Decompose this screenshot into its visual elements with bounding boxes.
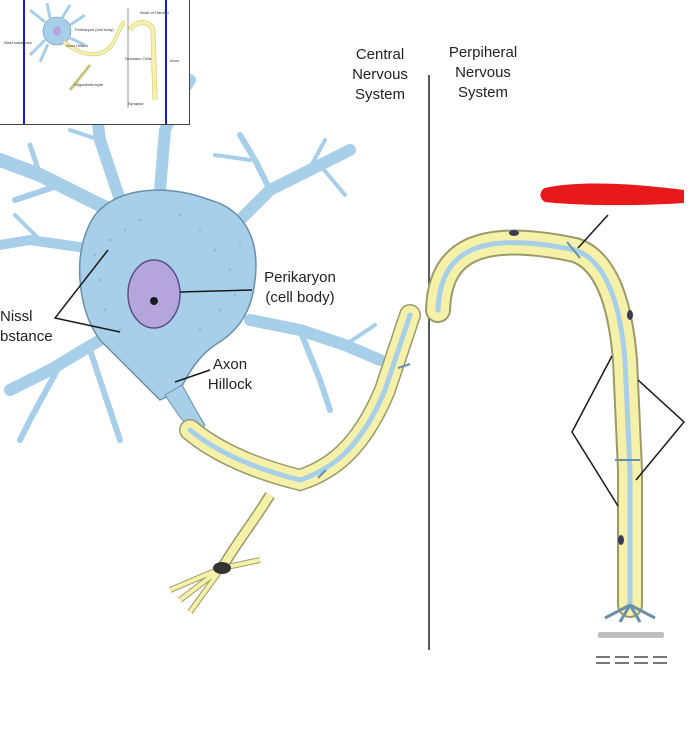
thumb-label-node: Node of Ranvier [140, 10, 169, 15]
cns-axon [179, 304, 421, 492]
label-central-nervous-system: Central Nervous System [352, 46, 408, 103]
label-perikaryon: Perikaryon (cell body) [264, 269, 336, 306]
nissl-texture [93, 213, 242, 332]
leader-lines [53, 214, 686, 507]
thumb-label-nissl: Nissl substance [4, 40, 33, 45]
pns-axon [425, 229, 667, 664]
nucleus [127, 259, 181, 329]
label-peripheral-nervous-system: Perpiheral Nervous System [448, 44, 518, 101]
thumbnail-illustration [23, 0, 167, 124]
thumb-label-axon-hillock: Axon Hillock [66, 43, 89, 48]
reference-thumbnail: Node of Ranvier Perikaryon (cell body) N… [0, 0, 190, 125]
oligodendrocyte [168, 492, 275, 614]
thumb-label-schwann: Schwann Cells [125, 56, 152, 61]
thumb-label-synapse: Synapse [128, 101, 144, 106]
thumb-label-oligo: Oligodendrocyte [74, 82, 104, 87]
label-nissl-substance: Nissl bstance [0, 308, 53, 345]
label-axon-hillock: Axon Hillock [207, 356, 253, 393]
nucleolus [150, 297, 158, 305]
redaction-mark [540, 183, 684, 206]
thumb-label-perikaryon: Perikaryon (cell body) [75, 27, 114, 32]
thumb-label-axon: Axon [170, 58, 180, 63]
